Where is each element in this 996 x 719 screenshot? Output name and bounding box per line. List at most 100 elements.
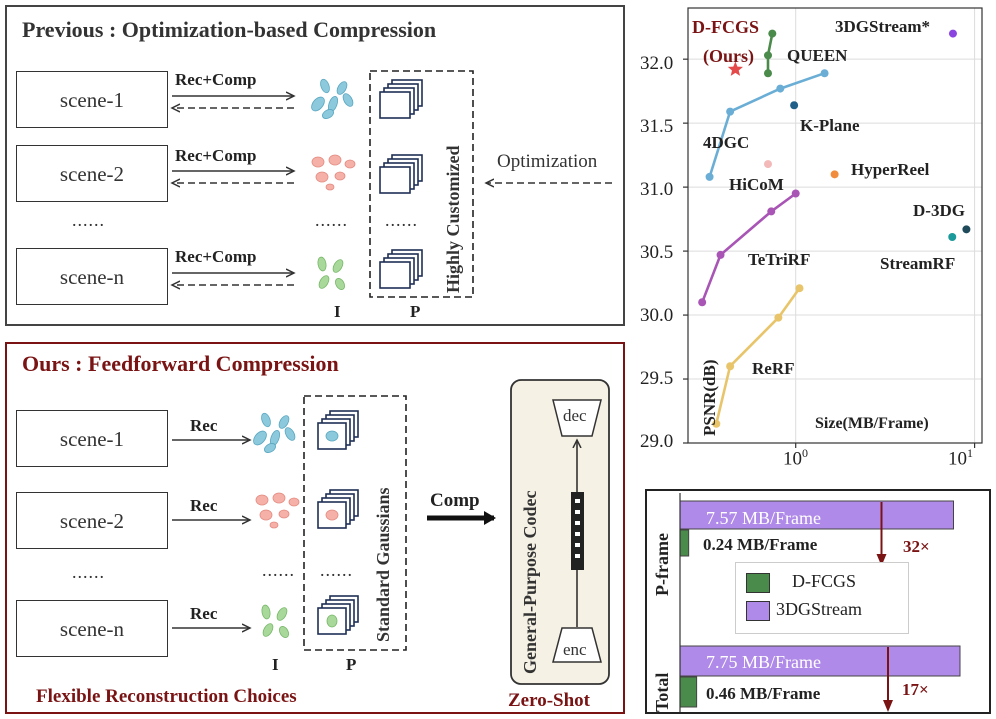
legend-label-dfcgs: D-FCGS	[792, 571, 857, 591]
legend-swatch-dfcgs	[746, 573, 770, 593]
ours-p-dashed-box	[303, 395, 407, 651]
prev-p-dashed-box	[369, 70, 474, 298]
point-queen-0	[705, 172, 714, 181]
ours-title: Ours : Feedforward Compression	[22, 351, 339, 376]
point-tetrirf-1	[716, 250, 725, 259]
codec-bottleneck	[571, 492, 584, 570]
prev-scene-1: scene-1	[16, 71, 168, 128]
ours-col-I: I	[272, 655, 279, 674]
series-line-queen	[708, 71, 826, 178]
ours-scene-ellipsis: ......	[72, 562, 105, 582]
cat-p-frame: P-frame	[652, 533, 672, 596]
point-k-plane-0	[790, 101, 799, 110]
dec-label: dec	[563, 406, 587, 425]
ours-col-P: P	[346, 655, 357, 674]
label-k-plane: K-Plane	[800, 116, 860, 135]
prev-arrow-label-1: Rec+Comp	[175, 70, 257, 89]
y-tick-32-0: 32.0	[640, 53, 674, 74]
xlabel: Size(MB/Frame)	[815, 415, 929, 432]
y-tick-30-5: 30.5	[640, 242, 674, 263]
point-rerf-2	[774, 313, 783, 322]
ours-frame-stack-1	[317, 410, 359, 450]
label-streamrf: StreamRF	[880, 254, 956, 273]
comp-label: Comp	[430, 490, 480, 511]
legend-swatch-3dgstream	[746, 601, 770, 621]
point-queen-2	[776, 84, 785, 93]
legend-label-3dgstream: 3DGStream	[776, 599, 862, 619]
label-hyperreel: HyperReel	[851, 160, 930, 179]
previous-title: Previous : Optimization-based Compressio…	[22, 17, 437, 42]
point-d-fcgs-star	[727, 61, 743, 76]
point-rerf-3	[795, 284, 804, 293]
bar-label-total-3dgstream: 7.75 MB/Frame	[706, 652, 821, 672]
y-tick-29-0: 29.0	[640, 431, 674, 452]
label-d-fcgs: D-FCGS	[692, 17, 759, 37]
footer-zero-shot: Zero-Shot	[508, 690, 590, 711]
ours-scene-2: scene-2	[16, 492, 168, 549]
dec-trapezoid	[552, 399, 602, 437]
footer-flexible: Flexible Reconstruction Choices	[36, 686, 297, 707]
x-tick-10-0: 100	[783, 446, 808, 470]
bar-label-total-dfcgs: 0.46 MB/Frame	[706, 684, 821, 703]
ours-middle-ellipsis: ......	[262, 560, 295, 580]
label-d-3dg: D-3DG	[913, 201, 965, 220]
prev-frame-stack-n	[379, 249, 423, 289]
point-3dgstream--0	[948, 29, 957, 38]
ours-gaussians-1	[253, 412, 296, 453]
prev-gaussians-1	[311, 78, 354, 119]
prev-arrow-label-2: Rec+Comp	[175, 146, 257, 165]
prev-gaussians-2	[311, 154, 356, 191]
ours-gaussians-2	[255, 492, 300, 529]
bar-label-total-ratio: 17×	[902, 680, 929, 699]
point-tetrirf-0	[698, 298, 707, 307]
label-hicom: HiCoM	[729, 175, 784, 194]
prev-frame-stack-2	[379, 154, 423, 194]
plot-frame	[687, 7, 983, 444]
y-tick-29-5: 29.5	[640, 368, 674, 389]
optimization-label: Optimization	[497, 151, 598, 172]
point-rerf-0	[712, 419, 721, 428]
point-d-3dg-0	[962, 225, 971, 234]
bar-total-dfcgs	[679, 676, 698, 708]
prev-gaussians-n	[317, 256, 345, 290]
y-tick-31-0: 31.0	[640, 179, 674, 200]
bar-total-3dgstream	[679, 645, 961, 677]
label-3dgstream: 3DGStream*	[835, 17, 931, 36]
reduction-arrowhead-total	[883, 700, 893, 712]
codec-bottleneck-dots	[575, 499, 580, 558]
prev-scene-n: scene-n	[16, 248, 168, 305]
series-line-rerf	[715, 287, 801, 425]
cat-total: Total	[652, 672, 672, 712]
point-streamrf-0	[948, 233, 957, 242]
y-tick-31-5: 31.5	[640, 116, 674, 137]
ours-panel	[5, 342, 625, 714]
ours-arrow-label-1: Rec	[190, 416, 218, 435]
prev-arrows	[172, 96, 294, 285]
point-d-fcgs-2	[768, 29, 777, 38]
label-rerf: ReRF	[752, 359, 795, 378]
previous-panel	[5, 5, 625, 326]
label-4dgc: 4DGC	[703, 133, 750, 152]
point-hicom-0	[763, 160, 772, 169]
ours-gaussians-n	[261, 604, 289, 638]
prev-col-I: I	[334, 302, 341, 321]
bar-p-frame-dfcgs	[679, 529, 690, 557]
reduction-arrowhead-p-frame	[876, 554, 887, 566]
prev-middle-ellipsis: ......	[315, 210, 348, 230]
ours-frame-stack-2	[317, 489, 359, 529]
ours-scene-1: scene-1	[16, 410, 168, 467]
label-queen: QUEEN	[787, 46, 848, 65]
series-line-tetrirf	[700, 192, 797, 303]
enc-label: enc	[563, 640, 587, 659]
ours-scene-n: scene-n	[16, 600, 168, 657]
bar-p-frame-3dgstream	[679, 500, 954, 530]
prev-scene-ellipsis: ......	[72, 210, 105, 230]
point-d-fcgs-1	[763, 51, 772, 60]
bar-chart-frame	[645, 489, 991, 714]
prev-frame-stack-1	[379, 79, 423, 119]
label-ours: (Ours)	[703, 46, 754, 66]
label-tetrirf: TeTriRF	[748, 250, 811, 269]
